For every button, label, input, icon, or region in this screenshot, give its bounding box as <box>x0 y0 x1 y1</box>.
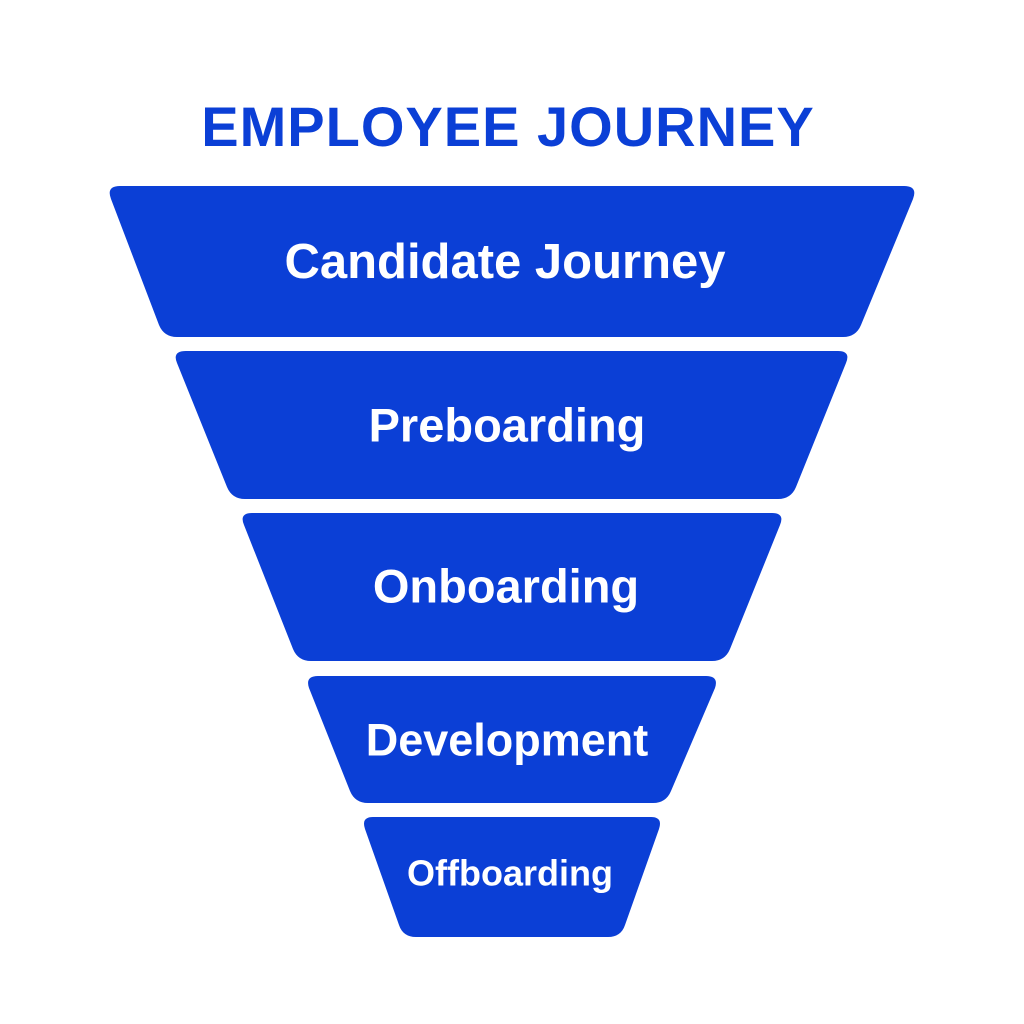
funnel-stage-preboarding: Preboarding <box>175 351 848 499</box>
funnel-stage-onboarding: Onboarding <box>242 513 782 661</box>
funnel-stage-label: Development <box>366 715 649 766</box>
funnel-stage-shape <box>364 817 660 937</box>
diagram-title: EMPLOYEE JOURNEY <box>201 95 815 158</box>
funnel-stage-shape <box>308 676 716 803</box>
funnel-stage-shape <box>109 186 915 337</box>
funnel-stage-label: Candidate Journey <box>284 235 725 289</box>
funnel-stage-offboarding: Offboarding <box>364 817 660 937</box>
funnel-stage-development: Development <box>308 676 716 803</box>
funnel-stage-label: Preboarding <box>369 399 646 452</box>
funnel-stage-label: Onboarding <box>373 560 639 613</box>
funnel-stage-shape <box>175 351 848 499</box>
funnel-stage-shape <box>242 513 782 661</box>
funnel-stage-label: Offboarding <box>407 853 613 894</box>
funnel-stage-candidate-journey: Candidate Journey <box>109 186 915 337</box>
